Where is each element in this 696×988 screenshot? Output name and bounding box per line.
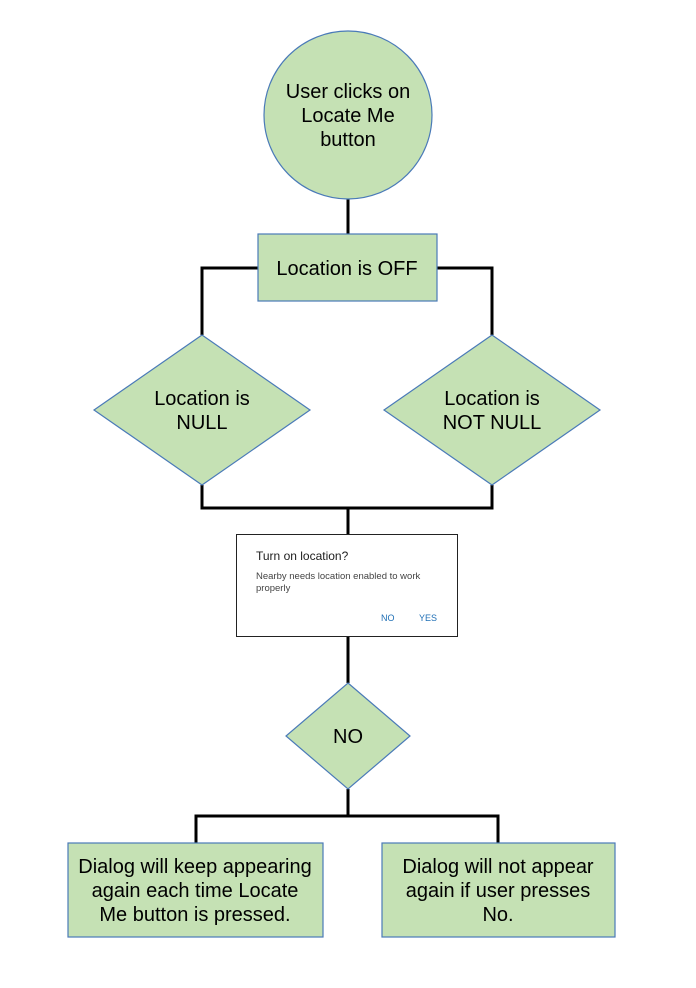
outcome-not-appear-node — [381, 842, 616, 938]
outcome-keep-appearing-node — [67, 842, 324, 938]
connector-line — [200, 266, 258, 335]
connector-lines — [194, 186, 500, 843]
dialog-message: Nearby needs location enabled to work pr… — [256, 571, 421, 594]
connector-line — [437, 266, 494, 335]
connector-line — [200, 485, 494, 510]
start-node — [263, 30, 433, 200]
dialog-yes-button[interactable]: YES — [419, 613, 438, 623]
location-off-node-label: Location is OFF — [276, 258, 417, 280]
no-decision — [285, 682, 411, 790]
dialog-no-button[interactable]: NO — [381, 613, 395, 623]
connector-line — [194, 814, 500, 843]
turn-on-location-dialog: Turn on location? Nearby needs location … — [236, 534, 458, 637]
no-decision-label: NO — [333, 726, 363, 748]
dialog-title: Turn on location? — [256, 549, 349, 563]
location-off-node — [257, 233, 438, 302]
location-not-null-decision — [382, 334, 602, 486]
location-null-decision — [92, 334, 312, 486]
